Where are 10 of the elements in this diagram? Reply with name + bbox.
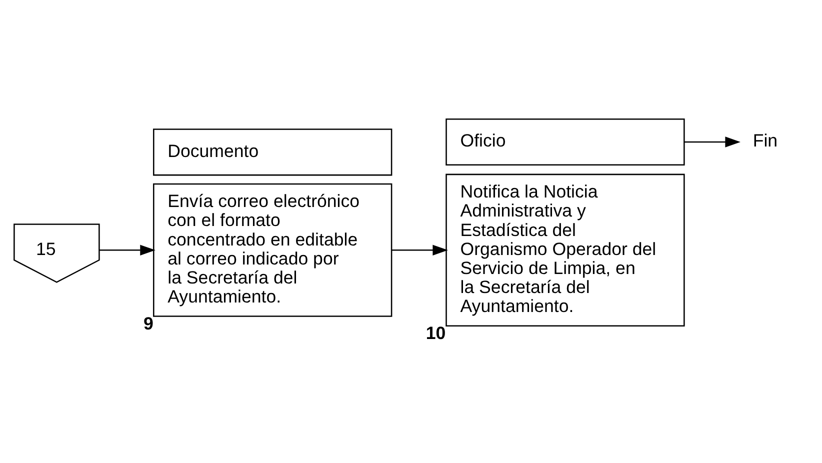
node-text: Fin [752,130,778,150]
node-box: Notifica la Noticia Administrativa y Estadística del Organismo Operador del Servicio de Limpia, en la Secretaría del Ayuntamiento. [446,173,685,326]
node-label: 10 [426,322,446,342]
node-box: Envía correo electrónico con el formato concentrado en editable al correo indicado por la Secretaría del Ayuntamiento. [153,182,392,316]
node-label: 9 [143,312,154,333]
node-box: Oficio [446,118,685,166]
node-box: Documento [153,128,392,176]
arrow [99,244,156,255]
arrow [684,136,740,147]
arrow [392,244,448,255]
